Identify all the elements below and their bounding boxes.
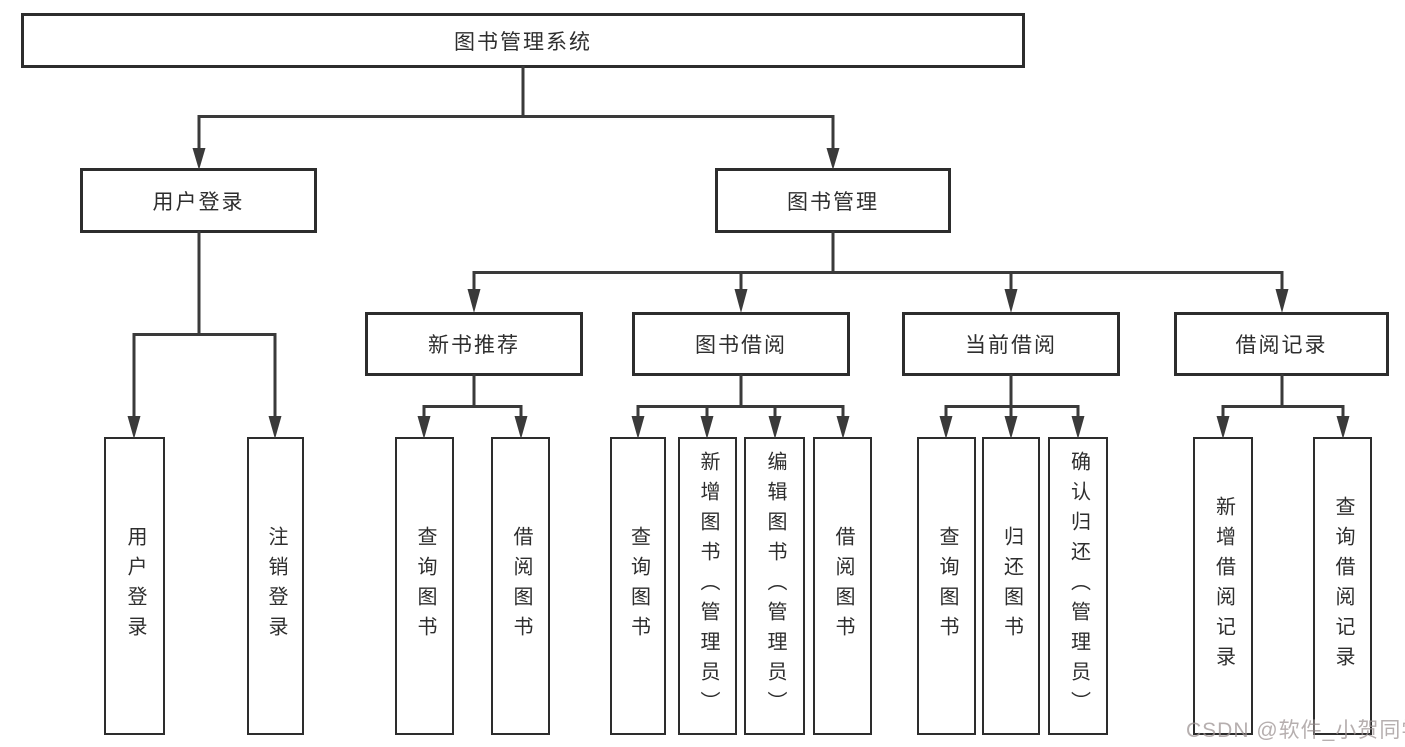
arrow-head xyxy=(1275,289,1289,313)
arrow-head xyxy=(1071,416,1085,439)
node-label: 用户登录 xyxy=(152,190,245,214)
node-label: 查询图书 xyxy=(414,526,436,646)
node-label: 确认归还（管理员） xyxy=(1067,451,1090,721)
node-leaf-confirm-return-admin: 确认归还（管理员） xyxy=(1048,437,1108,735)
edges-current-borrow xyxy=(939,374,1085,439)
arrow-head xyxy=(700,416,714,439)
edges-root xyxy=(192,66,840,170)
node-label: 查询借阅记录 xyxy=(1332,496,1354,676)
node-label: 借阅图书 xyxy=(832,526,854,646)
node-label: 图书管理系统 xyxy=(454,30,592,54)
node-label: 新书推荐 xyxy=(428,334,520,357)
arrow-head xyxy=(467,289,481,313)
arrow-head xyxy=(1004,416,1018,439)
arrow-head xyxy=(768,416,782,439)
node-label: 用户登录 xyxy=(124,526,146,646)
node-leaf-add-book-admin: 新增图书（管理员） xyxy=(678,437,737,735)
node-book-management: 图书管理 xyxy=(715,168,951,233)
arrow-head xyxy=(127,416,141,439)
node-current-borrow: 当前借阅 xyxy=(902,312,1120,376)
node-label: 当前借阅 xyxy=(965,334,1057,357)
node-label: 注销登录 xyxy=(265,526,287,646)
node-leaf-query-books-rec: 查询图书 xyxy=(395,437,454,735)
arrow-head xyxy=(268,416,282,439)
arrow-head xyxy=(939,416,953,439)
node-label: 查询图书 xyxy=(627,526,650,646)
node-leaf-query-borrow-record: 查询借阅记录 xyxy=(1313,437,1372,735)
node-leaf-add-borrow-record: 新增借阅记录 xyxy=(1193,437,1253,735)
node-leaf-user-login: 用户登录 xyxy=(104,437,165,735)
node-user-login: 用户登录 xyxy=(80,168,317,233)
arrow-head xyxy=(192,148,206,170)
node-borrow-record: 借阅记录 xyxy=(1174,312,1389,376)
node-leaf-borrow-books: 借阅图书 xyxy=(813,437,872,735)
node-book-borrow: 图书借阅 xyxy=(632,312,850,376)
node-label: 编辑图书（管理员） xyxy=(764,451,786,721)
node-label: 借阅图书 xyxy=(510,526,532,646)
arrow-head xyxy=(1004,289,1018,313)
node-root-system: 图书管理系统 xyxy=(21,13,1025,68)
node-new-book-recommend: 新书推荐 xyxy=(365,312,583,376)
arrow-head xyxy=(734,289,748,313)
node-leaf-borrow-books-rec: 借阅图书 xyxy=(491,437,550,735)
edges-user-login xyxy=(127,231,282,439)
node-label: 新增图书（管理员） xyxy=(697,451,719,721)
node-leaf-return-books: 归还图书 xyxy=(982,437,1040,735)
node-label: 图书管理 xyxy=(787,190,879,214)
edges-book-borrow xyxy=(631,374,850,439)
node-label: 图书借阅 xyxy=(695,334,787,357)
node-leaf-query-books-borrow: 查询图书 xyxy=(610,437,666,735)
node-label: 借阅记录 xyxy=(1235,334,1328,357)
node-leaf-logout: 注销登录 xyxy=(247,437,304,735)
arrow-head xyxy=(1216,416,1230,439)
edges-book-mgmt xyxy=(467,231,1289,313)
arrow-head xyxy=(514,416,528,439)
node-leaf-query-books-current: 查询图书 xyxy=(917,437,976,735)
node-leaf-edit-book-admin: 编辑图书（管理员） xyxy=(744,437,805,735)
edges-borrow-record xyxy=(1216,374,1350,439)
arrow-head xyxy=(417,416,431,439)
edges-new-book-rec xyxy=(417,374,528,439)
arrow-head xyxy=(826,148,840,170)
arrow-head xyxy=(836,416,850,439)
node-label: 新增借阅记录 xyxy=(1212,496,1235,676)
arrow-head xyxy=(631,416,645,439)
node-label: 归还图书 xyxy=(1000,526,1023,646)
arrow-head xyxy=(1336,416,1350,439)
csdn-watermark: CSDN @软件_小贺同学 xyxy=(1186,719,1405,742)
node-label: 查询图书 xyxy=(936,526,958,646)
